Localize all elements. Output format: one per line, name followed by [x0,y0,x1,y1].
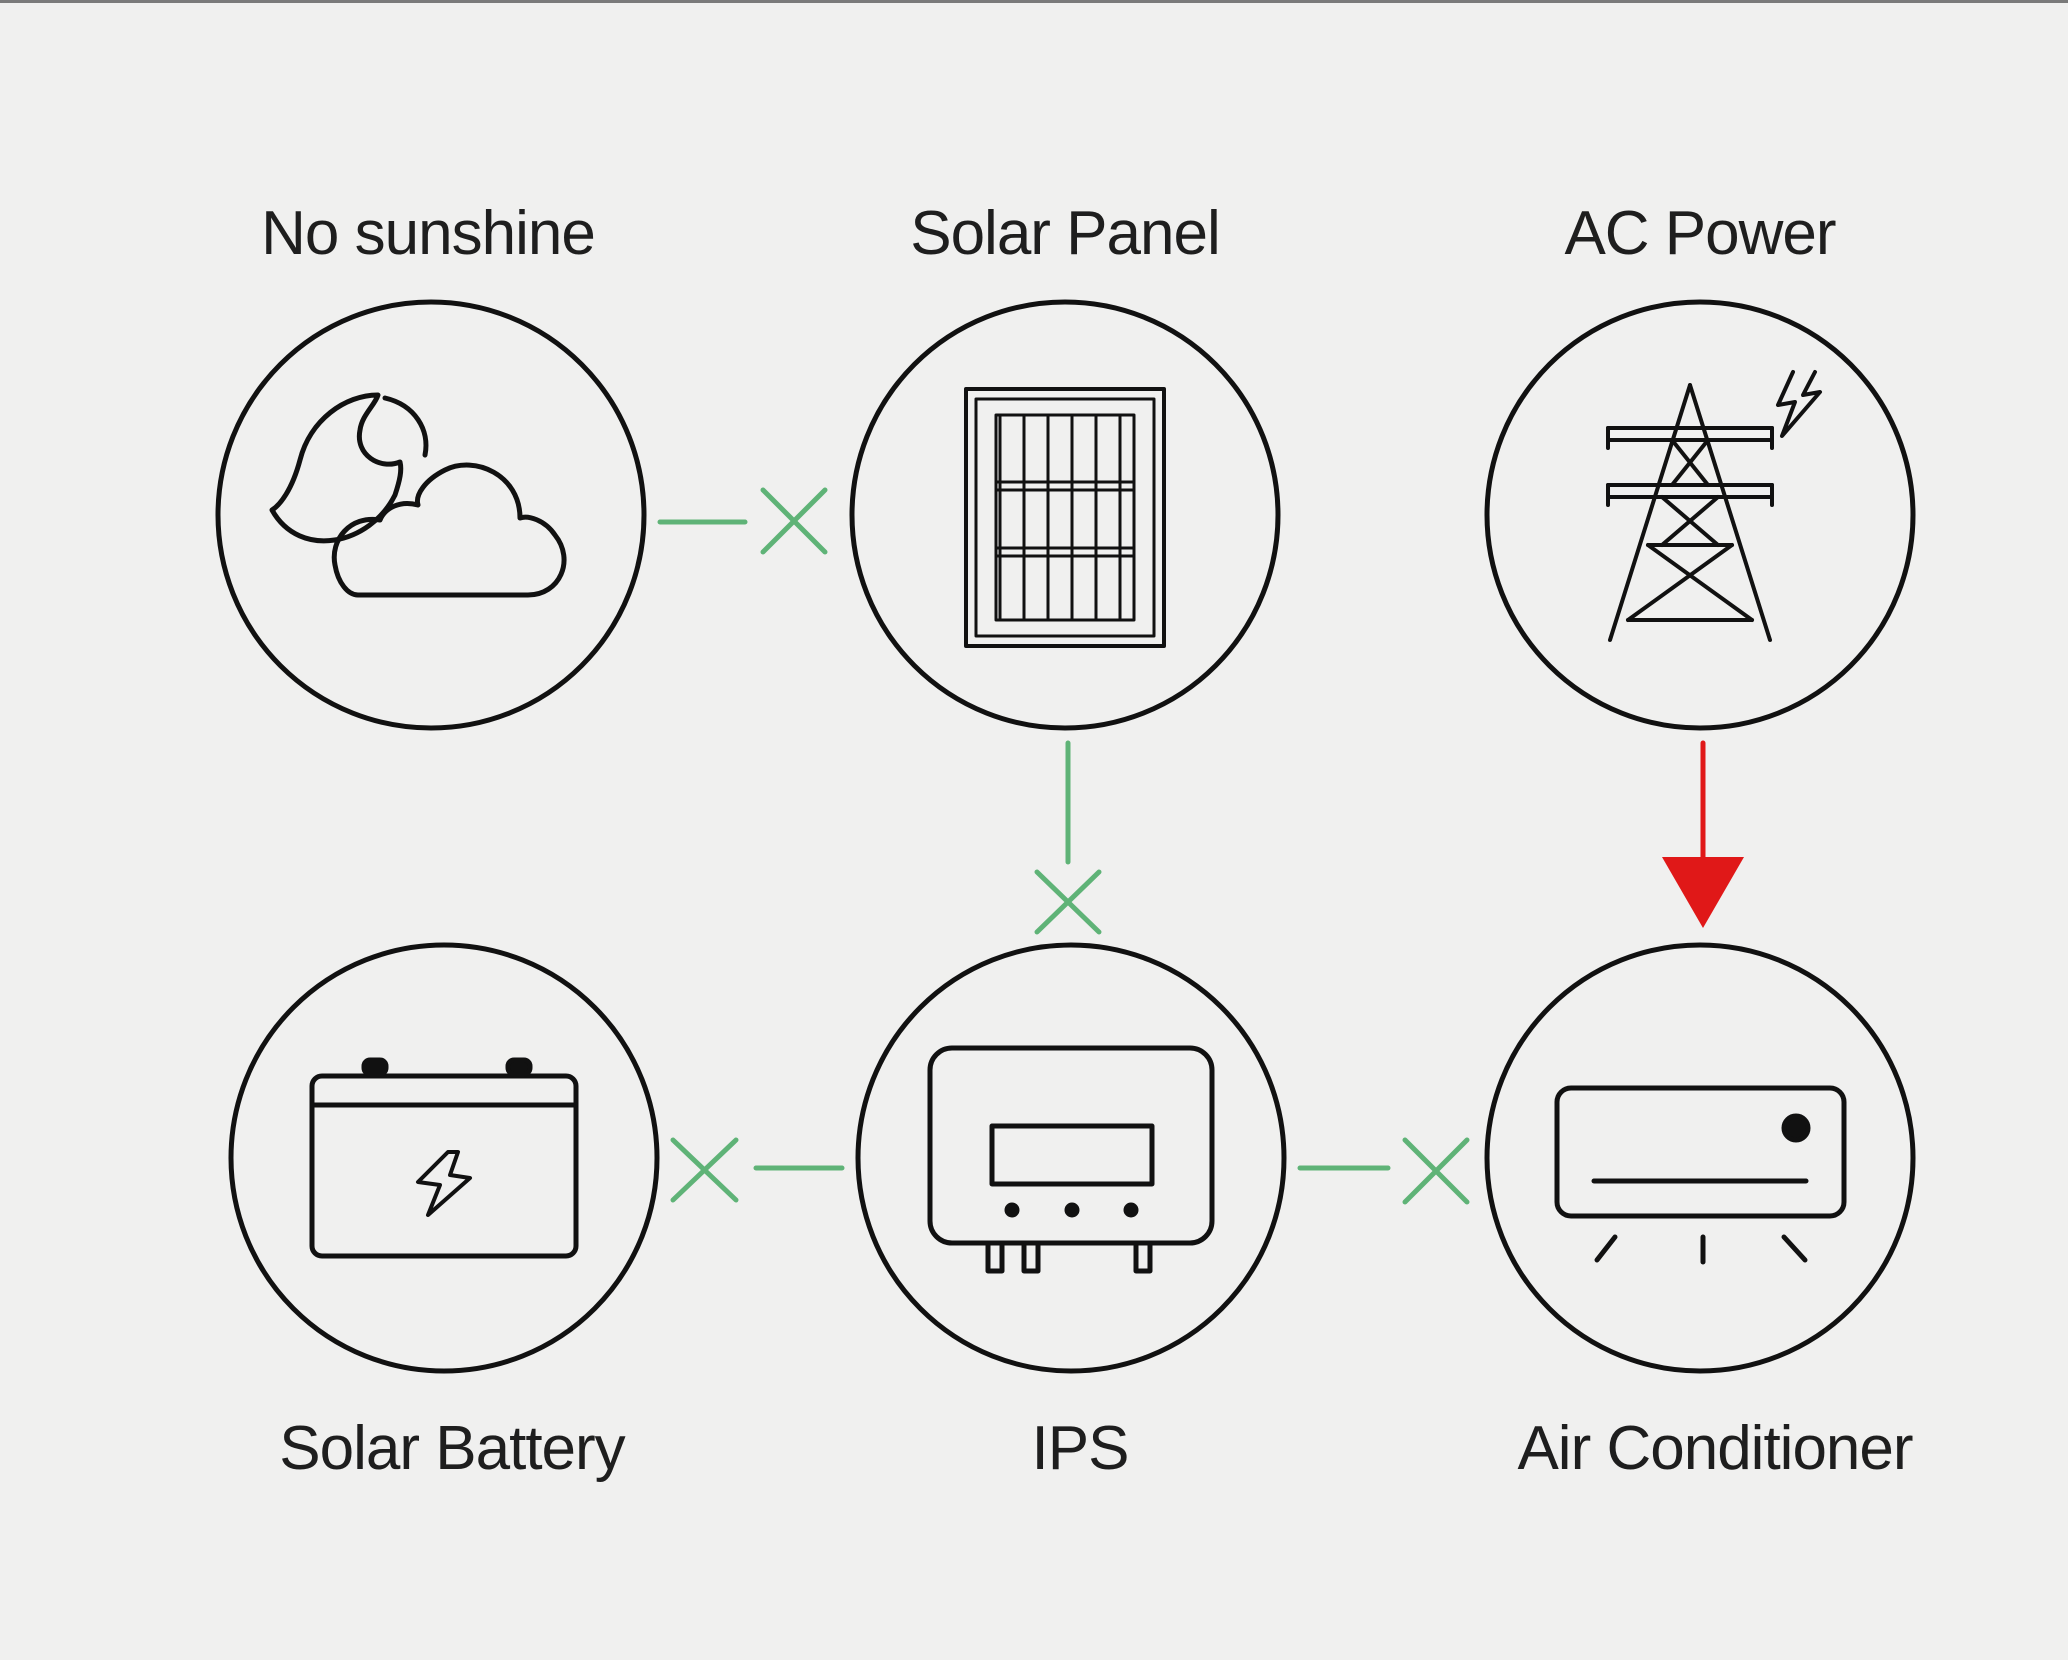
node-circle-ips [855,942,1287,1374]
node-solar-battery [228,942,660,1374]
air-conditioner-icon [1554,1085,1847,1265]
link-solar-panel-ips [1034,740,1102,935]
battery-icon [309,1057,579,1259]
label-ips: IPS [1031,1414,1130,1483]
blocked-x-icon [1402,1137,1470,1205]
label-solar-battery: Solar Battery [279,1414,625,1483]
node-circle-solar-battery [228,942,660,1374]
link-ips-air-conditioner [1297,1137,1470,1205]
top-border [0,0,2068,3]
node-circle-solar-panel [849,299,1281,731]
inverter-icon [927,1045,1215,1274]
node-ips [855,942,1287,1374]
link-no-sunshine-solar-panel [657,487,828,555]
label-no-sunshine: No sunshine [261,199,596,268]
moon-cloud-icon [269,392,567,598]
node-no-sunshine [215,299,647,731]
node-circle-no-sunshine [215,299,647,731]
link-ips-solar-battery [670,1137,845,1203]
blocked-x-icon [1034,869,1102,935]
arrowhead-icon [1662,857,1744,928]
node-ac-power [1484,299,1916,731]
node-circle-ac-power [1484,299,1916,731]
link-ac-power-air-conditioner [1662,740,1744,928]
node-air-conditioner [1484,942,1916,1374]
solar-panel-icon [964,387,1166,648]
transmission-tower-icon [1606,370,1822,642]
node-solar-panel [849,299,1281,731]
blocked-x-icon [760,487,828,555]
label-air-conditioner: Air Conditioner [1517,1414,1913,1483]
node-circle-air-conditioner [1484,942,1916,1374]
label-solar-panel: Solar Panel [910,199,1221,268]
label-ac-power: AC Power [1564,199,1836,268]
blocked-x-icon [670,1137,739,1203]
